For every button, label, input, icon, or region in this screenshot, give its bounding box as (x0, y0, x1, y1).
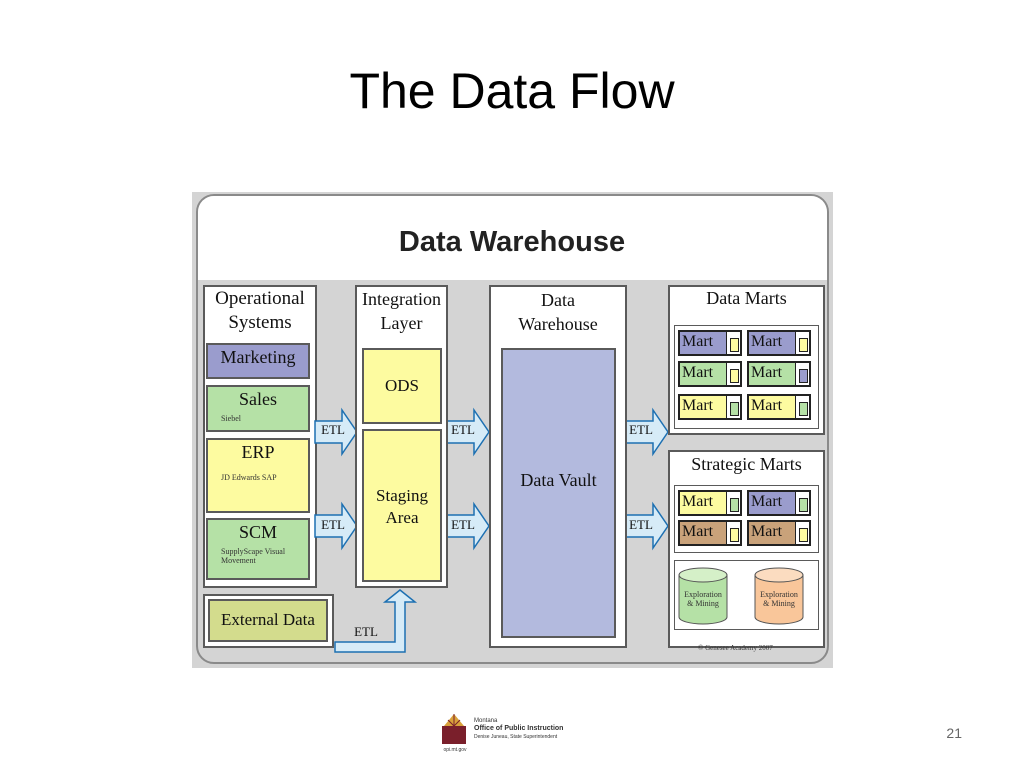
etl-label-external: ETL (354, 624, 378, 639)
staging-area-label: Staging Area (376, 486, 428, 527)
mart-label: Mart (682, 397, 714, 414)
etl-arrow-dw-1 (623, 407, 669, 457)
etl-arrow-int-2 (444, 501, 490, 551)
etl-arrow-dw-2 (623, 501, 669, 551)
mart-label: Mart (751, 397, 783, 414)
mart-body (680, 492, 727, 514)
mart-label: Mart (751, 364, 783, 381)
etl-arrow-ops-2 (314, 501, 358, 551)
mart-body (680, 396, 727, 418)
marketing-box (206, 343, 310, 379)
sales-subtext: Siebel (221, 414, 241, 423)
erp-subtext: JD Edwards SAP (221, 473, 277, 482)
data-warehouse-title: Data Warehouse (518, 290, 598, 334)
mart-tab (799, 528, 808, 542)
mart-box: Mart (678, 394, 742, 420)
mart-body (680, 332, 727, 354)
mart-tab (730, 528, 739, 542)
etl-label-6: ETL (629, 517, 653, 532)
mart-tab (799, 402, 808, 416)
diagram: Data Warehouse Operational Systems Marke… (192, 192, 833, 668)
opi-logo-icon (442, 714, 466, 744)
exploration-label-peach: Exploration & Mining (760, 590, 798, 608)
etl-label-5: ETL (629, 422, 653, 437)
sales-label: Sales (239, 389, 277, 409)
slide-title: The Data Flow (349, 63, 675, 119)
mart-box: Mart (678, 361, 742, 387)
mart-body (749, 332, 796, 354)
strategic-marts-title: Strategic Marts (691, 454, 802, 474)
mart-box: Mart (747, 520, 811, 546)
ods-box (362, 348, 442, 424)
mart-label: Mart (682, 493, 714, 510)
mart-tab (730, 402, 739, 416)
ods-label: ODS (384, 376, 419, 395)
mart-body (749, 522, 796, 544)
mart-label: Mart (751, 333, 783, 350)
external-data-inner (208, 599, 328, 642)
external-data-label: External Data (221, 610, 315, 629)
mart-box: Mart (678, 490, 742, 516)
diagram-header-band (198, 196, 827, 280)
mart-label: Mart (682, 333, 714, 350)
mart-box: Mart (678, 520, 742, 546)
footer-org-line3: Denise Juneau, State Superintendent (474, 734, 558, 740)
staging-area-box (362, 429, 442, 582)
mart-label: Mart (682, 364, 714, 381)
mart-label: Mart (751, 493, 783, 510)
etl-label-2: ETL (321, 517, 345, 532)
exploration-cylinders (678, 567, 804, 625)
integration-layer-title: Integration Layer (362, 289, 441, 333)
operational-systems-title: Operational Systems (215, 288, 305, 333)
etl-arrow-int-1 (444, 407, 490, 457)
mart-tab (799, 338, 808, 352)
mart-body (749, 492, 796, 514)
mart-label: Mart (751, 523, 783, 540)
etl-label-4: ETL (451, 517, 475, 532)
mart-tab (730, 338, 739, 352)
erp-box (206, 438, 310, 513)
mart-box: Mart (747, 330, 811, 356)
mart-box: Mart (747, 394, 811, 420)
sales-box (206, 385, 310, 432)
mart-body (680, 522, 727, 544)
copyright-text: © Genesee Academy 2007 (698, 644, 773, 652)
scm-label: SCM (238, 522, 278, 542)
mart-body (749, 396, 796, 418)
etl-arrow-ops-1 (314, 407, 358, 457)
mart-tab (730, 369, 739, 383)
mart-tab (730, 498, 739, 512)
scm-subtext: SupplyScape Visual Movement (221, 547, 286, 565)
mart-box: Mart (678, 330, 742, 356)
etl-label-1: ETL (321, 422, 345, 437)
footer-url: opi.mt.gov (443, 747, 467, 753)
footer-org-line1: Montana (474, 718, 498, 724)
mart-label: Mart (682, 523, 714, 540)
exploration-label-green: Exploration & Mining (684, 590, 722, 608)
mart-body (749, 363, 796, 385)
erp-label: ERP (241, 442, 275, 462)
footer-org-line2: Office of Public Instruction (474, 725, 564, 732)
page-number: 21 (946, 725, 962, 741)
data-marts-title: Data Marts (706, 288, 787, 308)
exploration-cylinder-peach (754, 567, 804, 625)
mart-tab (799, 369, 808, 383)
scm-box (206, 518, 310, 580)
diagram-header: Data Warehouse (398, 226, 626, 258)
data-vault-label: Data Vault (520, 470, 597, 490)
marketing-label: Marketing (220, 347, 296, 367)
mart-box: Mart (747, 490, 811, 516)
mart-box: Mart (747, 361, 811, 387)
etl-arrow-external (334, 589, 418, 653)
exploration-cylinder-green (678, 567, 728, 625)
footer-org: Montana Office of Public Instruction Den… (474, 717, 563, 741)
data-vault-box (501, 348, 616, 638)
etl-label-3: ETL (451, 422, 475, 437)
etl-arrows (314, 407, 669, 653)
mart-tab (799, 498, 808, 512)
mart-body (680, 363, 727, 385)
